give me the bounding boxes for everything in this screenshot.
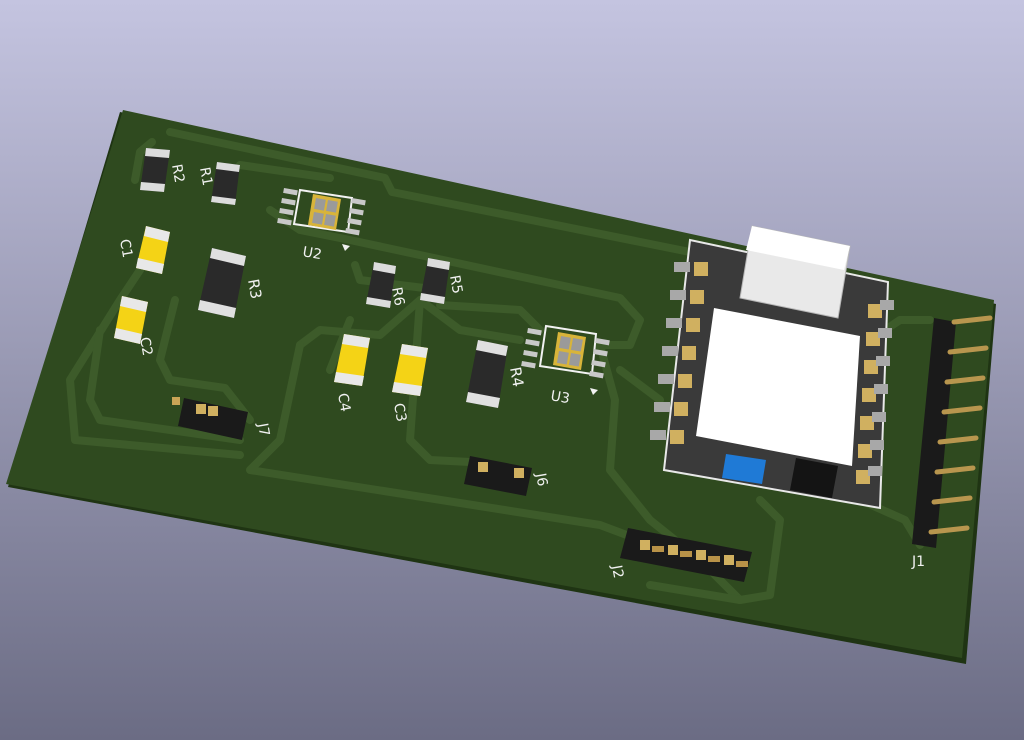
resistor-r1[interactable] — [211, 162, 240, 205]
ref-label-j7: J7 — [254, 421, 272, 438]
module-pads-right — [856, 304, 882, 484]
ref-label-c3: C3 — [390, 402, 409, 423]
ref-label-c4: C4 — [334, 392, 353, 413]
ref-label-r4: R4 — [506, 366, 527, 389]
resistor-r5[interactable] — [420, 258, 450, 304]
header-j6[interactable] — [464, 456, 532, 496]
module-shield — [696, 308, 860, 466]
header-j2[interactable] — [620, 528, 752, 582]
ref-label-u2: U2 — [301, 244, 323, 263]
ic-u3[interactable] — [521, 324, 610, 395]
ref-label-r2: R2 — [168, 163, 187, 184]
resistor-r3[interactable] — [198, 248, 246, 318]
ref-label-r3: R3 — [244, 278, 265, 301]
ref-label-c2: C2 — [136, 336, 155, 357]
ref-label-u3: U3 — [549, 388, 571, 407]
header-j7[interactable] — [172, 397, 248, 440]
capacitor-c4[interactable] — [334, 334, 370, 386]
push-button-icon[interactable] — [722, 454, 766, 484]
ref-label-j1: J1 — [911, 554, 925, 570]
module-pads-left — [670, 262, 708, 444]
capacitor-c3[interactable] — [392, 344, 428, 396]
ref-label-c1: C1 — [116, 238, 135, 259]
ref-label-r6: R6 — [388, 286, 407, 307]
header-j1[interactable] — [912, 315, 993, 548]
capacitor-c2[interactable] — [114, 296, 148, 344]
resistor-r2[interactable] — [140, 148, 170, 192]
ref-label-j6: J6 — [532, 471, 550, 488]
resistor-r6[interactable] — [366, 262, 396, 308]
resistor-r4[interactable] — [466, 340, 508, 408]
capacitor-c1[interactable] — [136, 226, 170, 274]
ic-u2[interactable] — [277, 188, 366, 251]
ref-label-r5: R5 — [446, 274, 465, 295]
module-chip — [790, 458, 838, 498]
ref-label-r1: R1 — [196, 166, 215, 187]
ref-label-j2: J2 — [608, 563, 626, 580]
usb-c-connector-icon — [739, 225, 851, 319]
mcu-module[interactable] — [650, 225, 894, 510]
